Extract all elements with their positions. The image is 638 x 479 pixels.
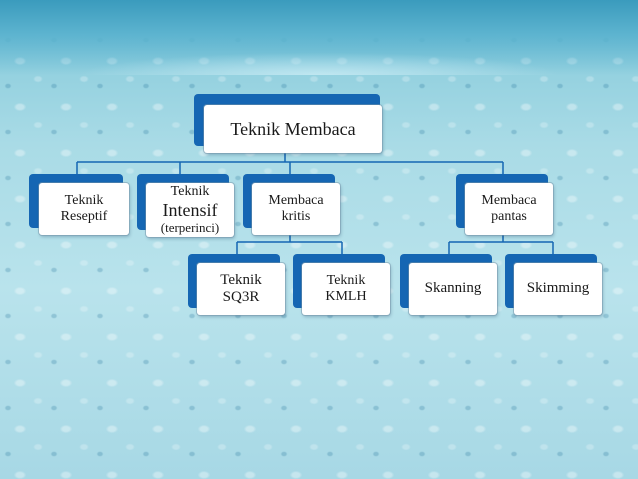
node-label: Membaca pantas bbox=[481, 192, 537, 224]
node-skimming: Skimming bbox=[505, 254, 605, 318]
node-label: Skanning bbox=[424, 280, 482, 297]
node-label: Teknik Membaca bbox=[230, 118, 356, 139]
node-label: Teknik KMLH bbox=[325, 272, 367, 304]
node-label-line3: (terperinci) bbox=[160, 219, 220, 235]
node-label: Teknik Reseptif bbox=[60, 192, 108, 224]
node-label-line2: Intensif bbox=[162, 200, 218, 221]
node-skanning: Skanning bbox=[400, 254, 500, 318]
node-label: Skimming bbox=[526, 280, 590, 297]
decorative-header-band bbox=[0, 0, 638, 75]
node-membaca-pantas: Membaca pantas bbox=[456, 174, 556, 238]
node-teknik-reseptif: Teknik Reseptif bbox=[29, 174, 131, 238]
node-membaca-kritis: Membaca kritis bbox=[243, 174, 343, 238]
node-teknik-kmlh: Teknik KMLH bbox=[293, 254, 393, 318]
node-teknik-intensif: Teknik Intensif (terperinci) bbox=[137, 174, 237, 240]
node-label-line1: Teknik bbox=[170, 184, 210, 200]
node-label: Membaca kritis bbox=[268, 192, 324, 224]
node-teknik-sq3r: Teknik SQ3R bbox=[188, 254, 288, 318]
node-label: Teknik SQ3R bbox=[220, 271, 262, 305]
node-teknik-membaca: Teknik Membaca bbox=[194, 94, 384, 156]
